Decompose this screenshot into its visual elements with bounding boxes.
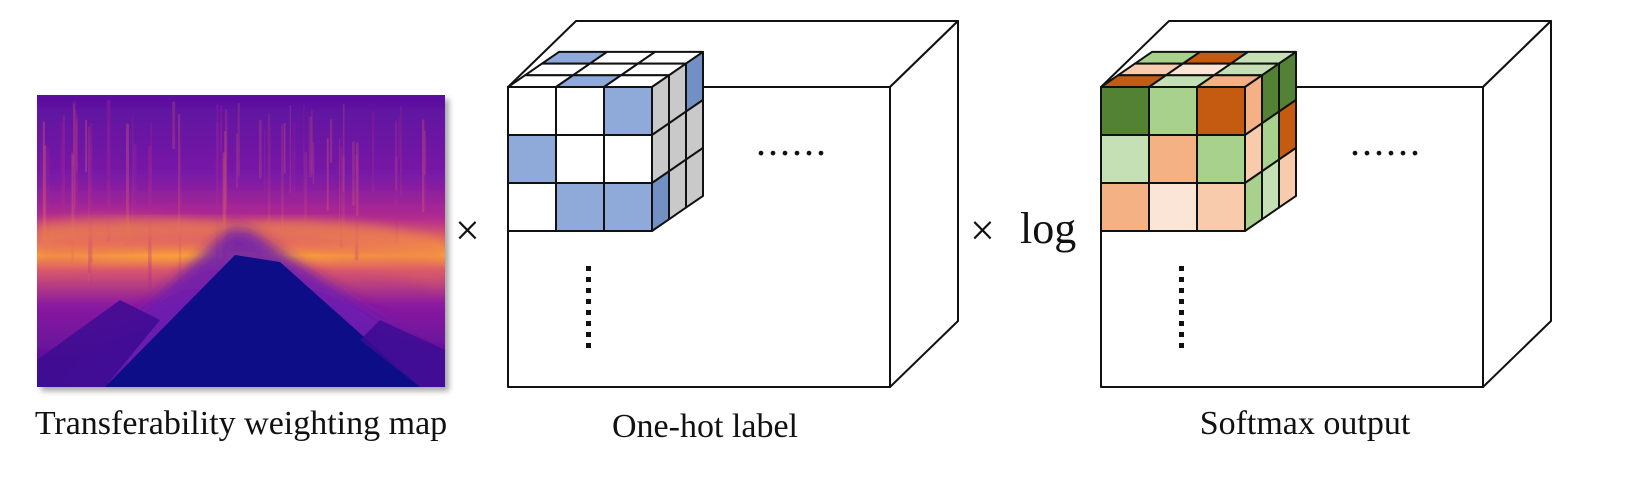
ellipsis-dot — [586, 343, 591, 348]
onehot-side-cell — [668, 158, 687, 221]
ellipsis-dot — [586, 299, 591, 304]
softmax-front-cell — [1100, 134, 1150, 184]
ellipsis-dot — [1179, 277, 1184, 282]
log-operator: log — [1020, 204, 1077, 253]
onehot-front-cell — [555, 182, 605, 232]
softmax-front-cell — [1196, 182, 1246, 232]
ellipsis-dot — [586, 277, 591, 282]
label-softmax: Softmax output — [1199, 405, 1411, 442]
label-one-hot: One-hot label — [612, 408, 798, 445]
ellipsis-dot — [1179, 299, 1184, 304]
horizontal-ellipsis-onehot: ...... — [756, 119, 828, 164]
label-transferability-map: Transferability weighting map — [34, 405, 448, 442]
onehot-front-cell — [507, 134, 557, 184]
onehot-front-cell — [507, 86, 557, 136]
softmax-big-side-face — [1482, 20, 1552, 388]
ellipsis-dot — [586, 310, 591, 315]
softmax-front-cell — [1148, 182, 1198, 232]
softmax-front-cell — [1148, 134, 1198, 184]
softmax-front-cell — [1196, 134, 1246, 184]
ellipsis-dot — [586, 321, 591, 326]
softmax-front-cell — [1196, 86, 1246, 136]
onehot-big-side-face — [889, 20, 959, 388]
transferability-heatmap — [37, 95, 445, 387]
vertical-ellipsis-softmax — [1179, 266, 1184, 348]
softmax-side-cell — [1261, 158, 1280, 221]
ellipsis-dot — [586, 332, 591, 337]
softmax-front-cell — [1148, 86, 1198, 136]
vertical-ellipsis-onehot — [586, 266, 591, 348]
ellipsis-dot — [1179, 332, 1184, 337]
onehot-front-cell — [555, 86, 605, 136]
ellipsis-dot — [1179, 310, 1184, 315]
multiply-operator-1: × — [455, 206, 480, 255]
ellipsis-dot — [586, 288, 591, 293]
onehot-front-cell — [603, 182, 653, 232]
ellipsis-dot — [1179, 266, 1184, 271]
softmax-front-cell — [1100, 182, 1150, 232]
horizontal-ellipsis-softmax: ...... — [1350, 119, 1422, 164]
ellipsis-dot — [586, 266, 591, 271]
ellipsis-dot — [1179, 321, 1184, 326]
onehot-front-cell — [507, 182, 557, 232]
ellipsis-dot — [1179, 288, 1184, 293]
multiply-operator-2: × — [970, 206, 995, 255]
onehot-side-cell — [685, 146, 704, 209]
onehot-front-cell — [603, 134, 653, 184]
ellipsis-dot — [1179, 343, 1184, 348]
onehot-side-cell — [651, 170, 670, 232]
softmax-output-cube — [1100, 20, 1552, 388]
onehot-front-cell — [603, 86, 653, 136]
onehot-front-cell — [555, 134, 605, 184]
softmax-side-cell — [1278, 146, 1297, 209]
softmax-front-cell — [1100, 86, 1150, 136]
softmax-side-cell — [1244, 170, 1263, 232]
one-hot-label-cube — [507, 20, 959, 388]
